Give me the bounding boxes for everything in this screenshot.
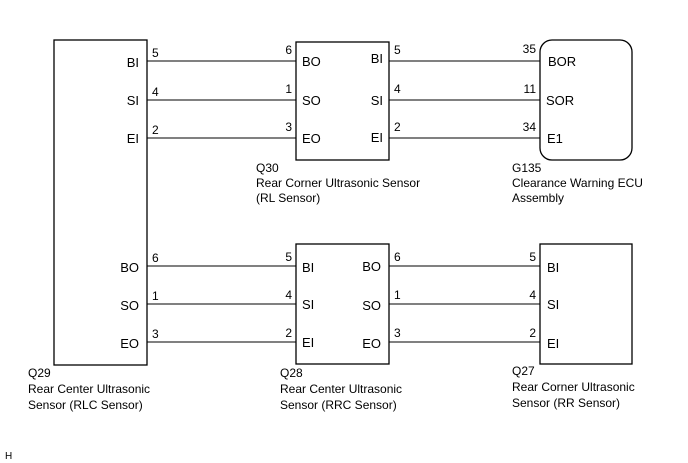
- q28-code: Q28: [280, 366, 303, 380]
- q30-name-line: Rear Corner Ultrasonic Sensor: [256, 176, 420, 190]
- pin-number: 5: [152, 46, 159, 60]
- q29-pin-label: BI: [127, 55, 139, 70]
- q28-box: [295, 243, 390, 365]
- q27-pin-label: BI: [547, 260, 559, 275]
- q27-code: Q27: [512, 364, 535, 378]
- q28-pin-label: EO: [362, 336, 381, 351]
- q27-pin-label: SI: [547, 297, 559, 312]
- g135-pin-label: BOR: [548, 54, 576, 69]
- q28-pin-label: SI: [302, 297, 314, 312]
- q27-name-line: Sensor (RR Sensor): [512, 396, 620, 410]
- g135-name-line: Clearance Warning ECU: [512, 176, 643, 190]
- pin-number: 4: [285, 288, 292, 302]
- pin-number: 34: [523, 120, 537, 134]
- pin-number: 11: [524, 82, 537, 96]
- q27-pin-label: EI: [547, 336, 559, 351]
- q28-pin-label: BO: [362, 259, 381, 274]
- pin-number: 1: [394, 288, 401, 302]
- pin-number: 3: [394, 326, 401, 340]
- pin-number: 5: [529, 250, 536, 264]
- q30-pin-label: BI: [371, 51, 383, 66]
- pin-number: 2: [152, 123, 159, 137]
- q30-pin-label: SI: [371, 93, 383, 108]
- pin-number: 5: [285, 250, 292, 264]
- pin-number: 4: [529, 288, 536, 302]
- q29-pin-label: SO: [120, 298, 139, 313]
- q30-code: Q30: [256, 161, 279, 175]
- pin-number: 3: [285, 120, 292, 134]
- pin-number: 2: [529, 326, 536, 340]
- q28-pin-label: BI: [302, 260, 314, 275]
- q30-pin-label: EO: [302, 131, 321, 146]
- pin-number: 1: [285, 82, 292, 96]
- corner-mark: H: [5, 451, 12, 462]
- q29-box: [53, 39, 148, 366]
- pin-number: 6: [285, 43, 292, 57]
- q29-name-line: Rear Center Ultrasonic: [28, 382, 150, 396]
- q29-name-line: Sensor (RLC Sensor): [28, 398, 143, 412]
- pin-number: 35: [523, 42, 537, 56]
- pin-number: 6: [152, 251, 159, 265]
- pin-number: 4: [152, 85, 159, 99]
- pin-number: 4: [394, 82, 401, 96]
- q28-pin-label: SO: [362, 298, 381, 313]
- q30-pin-label: SO: [302, 93, 321, 108]
- q30-pin-label: EI: [371, 130, 383, 145]
- pin-number: 1: [152, 289, 159, 303]
- q30-box: [295, 41, 390, 161]
- pin-number: 3: [152, 327, 159, 341]
- q29-pin-label: BO: [120, 260, 139, 275]
- q28-name-line: Rear Center Ultrasonic: [280, 382, 402, 396]
- q29-code: Q29: [28, 366, 51, 380]
- q29-pin-label: EI: [127, 131, 139, 146]
- g135-pin-label: SOR: [546, 93, 574, 108]
- g135-code: G135: [512, 161, 542, 175]
- pin-number: 2: [394, 120, 401, 134]
- g135-pin-label: E1: [547, 131, 563, 146]
- q30-name-line: (RL Sensor): [256, 191, 320, 205]
- q27-name-line: Rear Corner Ultrasonic: [512, 380, 635, 394]
- q29-pin-label: SI: [127, 93, 139, 108]
- q27-box: [539, 243, 633, 365]
- pin-number: 6: [394, 250, 401, 264]
- pin-number: 5: [394, 43, 401, 57]
- q28-name-line: Sensor (RRC Sensor): [280, 398, 397, 412]
- q30-pin-label: BO: [302, 54, 321, 69]
- q29-pin-label: EO: [120, 336, 139, 351]
- pin-number: 2: [285, 326, 292, 340]
- q28-pin-label: EI: [302, 335, 314, 350]
- g135-name-line: Assembly: [512, 191, 564, 205]
